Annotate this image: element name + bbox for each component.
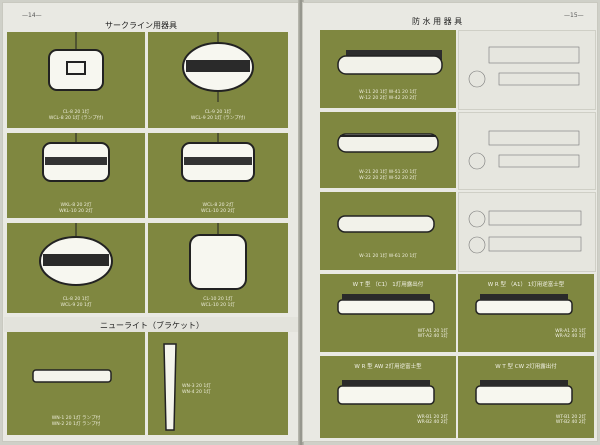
- right-page-number: —15—: [564, 12, 584, 19]
- product-caption: WN-1 20 1灯 ランプ付 WN-2 20 1灯 ランプ付: [7, 416, 145, 428]
- caption-line: W-12 20 2灯 W-42 20 2灯: [359, 96, 417, 101]
- caption-line: WN-1 20 1灯 ランプ付: [51, 416, 101, 421]
- product-label: W R 型 （A1） 1灯用逆富士型: [487, 282, 565, 288]
- product-caption: WN-3 20 1灯 WN-4 20 1灯: [182, 384, 211, 396]
- product-pairs: WT-A1 20 1灯 WT-A2 40 1灯: [418, 329, 448, 340]
- industrial-tube-lamp-image: [337, 294, 435, 315]
- product-caption: WCL-8 20 2灯 WCL-10 20 2灯: [148, 203, 288, 215]
- pair-line: WR-A1 20 1灯: [555, 328, 586, 334]
- drawing-svg: [468, 46, 580, 88]
- waterproof-tube-lamp-image: [337, 50, 443, 75]
- product-card[interactable]: WKL-8 20 2灯 WKL-10 20 2灯: [7, 133, 145, 218]
- product-card[interactable]: CL-9 20 1灯 WCL-9 20 1灯 (ランプ付): [148, 32, 288, 128]
- caption-line: CL-10 20 1灯: [203, 297, 233, 302]
- drawing-svg: [468, 210, 582, 254]
- pair-line: WR-A2 40 1灯: [555, 334, 586, 340]
- product-caption: CL-8 20 1灯 WCL-9 20 1灯: [7, 297, 145, 309]
- pair-line: WT-A1 20 1灯: [417, 328, 448, 334]
- product-label: W T 型 （C1） 1灯用露出付: [352, 282, 424, 288]
- right-page: —15— 防 水 用 器 具 W-11 20 1灯 W-41 20 1灯 W-1…: [302, 2, 598, 442]
- product-card[interactable]: W T 型 （C1） 1灯用露出付 WT-A1 20 1灯 WT-A2 40 1…: [320, 274, 456, 352]
- caption-line: CL-8 20 1灯: [62, 297, 90, 302]
- product-caption: CL-8 20 1灯 WCL-8 20 1灯 (ランプ付): [7, 110, 145, 122]
- caption-line: WN-2 20 1灯 ランプ付: [51, 422, 101, 427]
- industrial-tube-lamp-image: [475, 380, 573, 405]
- product-pairs: WT-B1 20 2灯 WT-B2 40 2灯: [556, 415, 586, 426]
- caption-line: W-21 20 1灯 W-51 20 1灯: [359, 170, 417, 175]
- product-caption: WKL-8 20 2灯 WKL-10 20 2灯: [7, 203, 145, 215]
- pair-line: WT-A2 40 1灯: [417, 334, 448, 340]
- newlight-title: ニューライト（ブラケット）: [100, 321, 204, 330]
- caption-line: WKL-10 20 2灯: [59, 209, 93, 214]
- product-pairs: WR-A1 20 1灯 WR-A2 40 1灯: [555, 329, 586, 340]
- caption-line: WCL-8 20 1灯 (ランプ付): [48, 116, 104, 121]
- bracket-lamp-image: [32, 369, 112, 383]
- left-page-number: —14—: [22, 12, 42, 19]
- caption-line: CL-9 20 1灯: [204, 110, 232, 115]
- product-caption: W-31 20 1灯 W-61 20 1灯: [320, 254, 456, 260]
- product-label: W R 型 AW 2灯用逆富士型: [354, 364, 422, 370]
- product-caption: W-21 20 1灯 W-51 20 1灯 W-22 20 2灯 W-52 20…: [320, 170, 456, 182]
- caption-line: WCL-9 20 1灯: [60, 303, 92, 308]
- caption-line: W-11 20 1灯 W-41 20 1灯: [359, 90, 417, 95]
- waterproof-tube-lamp-image: [337, 133, 439, 153]
- waterproof-tube-lamp-image: [337, 215, 435, 233]
- binding-gutter: [298, 0, 304, 445]
- right-section-title: 防 水 用 器 具: [412, 17, 463, 26]
- product-card[interactable]: CL-8 20 1灯 WCL-9 20 1灯: [7, 223, 145, 313]
- newlight-header: ニューライト（ブラケット）: [4, 317, 300, 332]
- square-pendant-lamp-image: [189, 223, 247, 290]
- square-pendant-lamp-image: [48, 32, 104, 91]
- drawing-svg: [468, 130, 580, 170]
- caption-line: WN-3 20 1灯: [182, 384, 211, 389]
- round-pendant-lamp-image: [182, 32, 254, 102]
- caption-line: WN-4 20 1灯: [182, 390, 211, 395]
- product-caption: CL-9 20 1灯 WCL-9 20 1灯 (ランプ付): [148, 110, 288, 122]
- left-section-title: サークライン用器具: [105, 21, 177, 30]
- product-card[interactable]: CL-8 20 1灯 WCL-8 20 1灯 (ランプ付): [7, 32, 145, 128]
- caption-line: W-22 20 2灯 W-52 20 2灯: [359, 176, 417, 181]
- product-card[interactable]: W-11 20 1灯 W-41 20 1灯 W-12 20 2灯 W-42 20…: [320, 30, 456, 108]
- industrial-tube-lamp-image: [337, 380, 435, 405]
- product-card[interactable]: W T 型 CW 2灯用露出付 WT-B1 20 2灯 WT-B2 40 2灯: [458, 356, 594, 438]
- caption-line: WCL-8 20 2灯: [202, 203, 234, 208]
- pair-line: WR-B1 20 2灯: [417, 414, 448, 420]
- caption-line: WCL-10 20 1灯: [200, 303, 235, 308]
- pair-line: WT-B2 40 2灯: [555, 420, 586, 426]
- product-card[interactable]: WCL-8 20 2灯 WCL-10 20 2灯: [148, 133, 288, 218]
- caption-line: W-31 20 1灯 W-61 20 1灯: [359, 254, 417, 259]
- technical-drawing: [458, 112, 596, 190]
- industrial-tube-lamp-image: [475, 294, 573, 315]
- product-card[interactable]: CL-10 20 1灯 WCL-10 20 1灯: [148, 223, 288, 313]
- bracket-lamp-image: [163, 343, 177, 431]
- product-card[interactable]: W R 型 AW 2灯用逆富士型 WR-B1 20 2灯 WR-B2 40 2灯: [320, 356, 456, 438]
- product-label: W T 型 CW 2灯用露出付: [495, 364, 557, 370]
- caption-line: WKL-8 20 2灯: [60, 203, 92, 208]
- technical-drawing: [458, 192, 596, 272]
- product-card[interactable]: WN-1 20 1灯 ランプ付 WN-2 20 1灯 ランプ付: [7, 332, 145, 435]
- product-card[interactable]: WN-3 20 1灯 WN-4 20 1灯: [148, 332, 288, 435]
- product-caption: CL-10 20 1灯 WCL-10 20 1灯: [148, 297, 288, 309]
- technical-drawing: [458, 30, 596, 110]
- product-card[interactable]: W-31 20 1灯 W-61 20 1灯: [320, 192, 456, 270]
- product-card[interactable]: W-21 20 1灯 W-51 20 1灯 W-22 20 2灯 W-52 20…: [320, 112, 456, 188]
- pair-line: WR-B2 40 2灯: [417, 420, 448, 426]
- product-pairs: WR-B1 20 2灯 WR-B2 40 2灯: [417, 415, 448, 426]
- round-pendant-lamp-image: [39, 223, 113, 286]
- product-card[interactable]: W R 型 （A1） 1灯用逆富士型 WR-A1 20 1灯 WR-A2 40 …: [458, 274, 594, 352]
- caption-line: WCL-9 20 1灯 (ランプ付): [190, 116, 246, 121]
- pair-line: WT-B1 20 2灯: [555, 414, 586, 420]
- caption-line: WCL-10 20 2灯: [200, 209, 235, 214]
- left-page: —14— サークライン用器具 CL-8 20 1灯 WCL-8 20 1灯 (ラ…: [2, 2, 300, 442]
- product-caption: W-11 20 1灯 W-41 20 1灯 W-12 20 2灯 W-42 20…: [320, 90, 456, 102]
- panel-pendant-lamp-image: [181, 133, 255, 182]
- panel-pendant-lamp-image: [42, 133, 110, 182]
- caption-line: CL-8 20 1灯: [62, 110, 90, 115]
